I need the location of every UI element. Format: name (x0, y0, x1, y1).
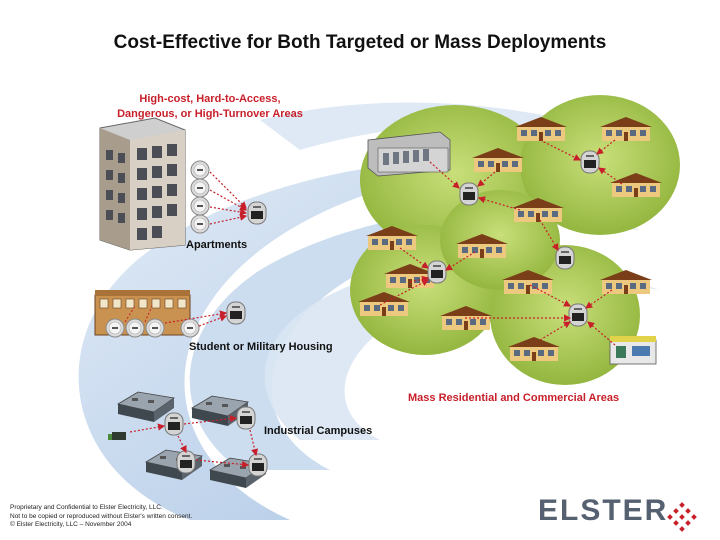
elster-diamond-icon (667, 502, 697, 532)
student-housing-label: Student or Military Housing (189, 341, 333, 353)
industrial-campuses-label: Industrial Campuses (264, 425, 372, 437)
high-cost-label-line1: High-cost, Hard-to-Access, (90, 92, 330, 107)
high-cost-label: High-cost, Hard-to-Access, Dangerous, or… (90, 92, 330, 122)
elster-logo: ELSTER (538, 494, 668, 528)
page-title: Cost-Effective for Both Targeted or Mass… (0, 32, 720, 54)
footer-line1: Proprietary and Confidential to Elster E… (10, 504, 192, 513)
footer-line2: Not to be copied or reproduced without E… (10, 513, 192, 522)
store-building-icon (610, 336, 656, 364)
mass-residential-label: Mass Residential and Commercial Areas (408, 391, 619, 406)
commercial-building-icon (368, 132, 450, 176)
high-cost-label-line2: Dangerous, or High-Turnover Areas (90, 107, 330, 122)
apartments-label: Apartments (186, 239, 247, 251)
apartment-building-icon (100, 118, 185, 250)
footer-line3: © Elster Electricity, LLC – November 200… (10, 521, 192, 530)
footer-disclaimer: Proprietary and Confidential to Elster E… (10, 504, 192, 530)
